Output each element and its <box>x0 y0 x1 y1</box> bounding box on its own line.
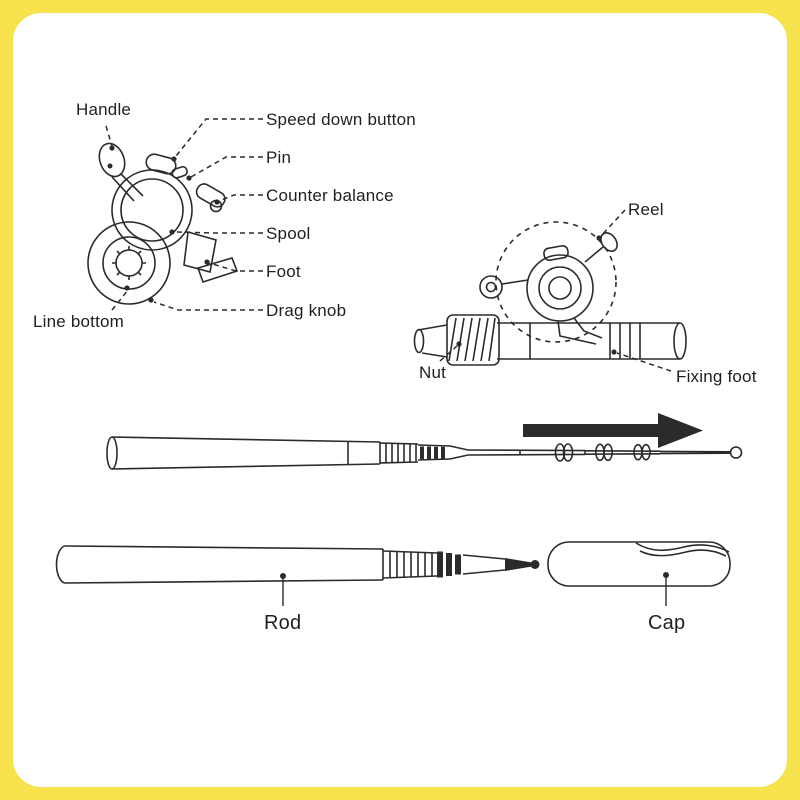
rod-extended-drawing <box>106 436 743 470</box>
label-foot: Foot <box>266 262 301 281</box>
reel-mounted-drawing <box>413 221 687 366</box>
label-reel: Reel <box>628 200 664 219</box>
label-speed-down-button: Speed down button <box>266 110 416 129</box>
diagram-canvas <box>13 13 787 787</box>
leader-lines <box>105 118 672 372</box>
label-rod: Rod <box>264 612 302 634</box>
rod-closed-drawing <box>55 545 540 584</box>
label-pin: Pin <box>266 148 292 167</box>
reel-exploded-drawing <box>87 142 239 305</box>
direction-arrow <box>523 413 703 448</box>
label-counter-balance: Counter balance <box>266 186 394 205</box>
label-handle: Handle <box>76 100 132 119</box>
label-cap: Cap <box>648 612 686 634</box>
cap-drawing <box>547 541 731 587</box>
label-line-bottom: Line bottom <box>33 312 125 331</box>
label-nut: Nut <box>419 363 447 382</box>
label-spool: Spool <box>266 224 311 243</box>
leader-solid-lines <box>282 578 667 606</box>
label-fixing-foot: Fixing foot <box>676 367 757 386</box>
label-drag-knob: Drag knob <box>266 301 347 320</box>
leader-dots <box>109 145 669 579</box>
